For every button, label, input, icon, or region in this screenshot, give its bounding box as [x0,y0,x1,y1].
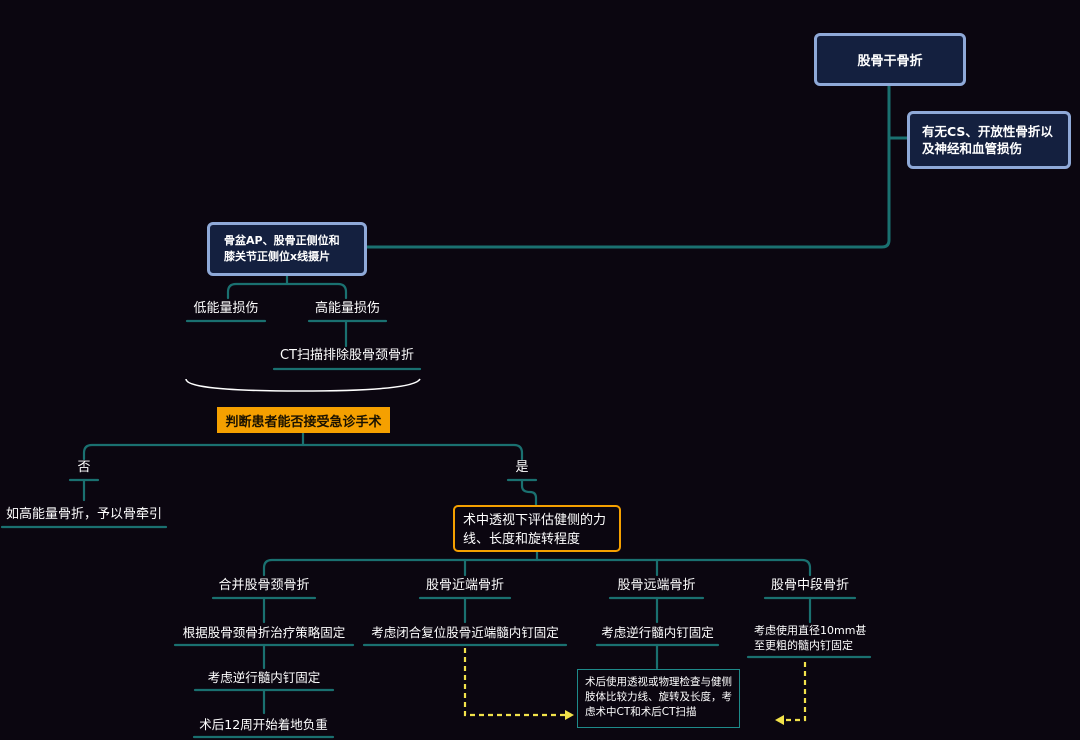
node-high-energy[interactable]: 高能量损伤 [314,301,380,316]
node-retro-nail[interactable]: 考虑逆行髓内钉固定 [207,670,321,685]
node-postop-check-text: 术后使用透视或物理检查与健侧肢体比较力线、旋转及长度，考虑术中CT和术后CT扫描 [585,676,732,718]
node-intraop-text: 术中透视下评估健侧的力线、长度和旋转程度 [463,513,607,547]
node-distal[interactable]: 股骨远端骨折 [617,578,696,593]
node-yes[interactable]: 是 [515,460,529,475]
node-middle-nail[interactable]: 考虑使用直径10mm甚至更粗的髓内钉固定 [754,624,867,652]
node-neck-strategy[interactable]: 根据股骨颈骨折治疗策略固定 [182,625,346,640]
arrowhead-proximal [565,710,574,720]
dashed-arrow-proximal [463,648,566,717]
node-proximal[interactable]: 股骨近端骨折 [425,578,504,593]
node-neck-combo[interactable]: 合并股骨颈骨折 [218,578,310,593]
brace-ct [185,378,421,392]
node-traction[interactable]: 如高能量骨折，予以骨牵引 [5,507,162,522]
node-intraop[interactable]: 术中透视下评估健侧的力线、长度和旋转程度 [453,505,621,552]
dashed-arrow-middle [783,662,807,722]
node-assess[interactable]: 有无CS、开放性骨折以及神经和血管损伤 [907,111,1071,169]
node-no[interactable]: 否 [77,460,91,475]
node-postop-check[interactable]: 术后使用透视或物理检查与健侧肢体比较力线、旋转及长度，考虑术中CT和术后CT扫描 [577,669,740,728]
node-middle[interactable]: 股骨中段骨折 [770,578,849,593]
node-weight-bearing[interactable]: 术后12周开始着地负重 [199,717,328,732]
node-low-energy[interactable]: 低能量损伤 [193,301,259,316]
node-assess-text: 有无CS、开放性骨折以及神经和血管损伤 [922,124,1053,156]
connector-xray-split [226,274,348,300]
node-xray[interactable]: 骨盆AP、股骨正侧位和膝关节正侧位x线摄片 [207,222,367,276]
connector-decide-split [82,443,524,461]
node-root[interactable]: 股骨干骨折 [814,33,966,86]
connector-root-trunk [365,84,891,249]
node-xray-text: 骨盆AP、股骨正侧位和膝关节正侧位x线摄片 [224,234,340,263]
node-ct-scan[interactable]: CT扫描排除股骨颈骨折 [279,348,415,363]
node-distal-nail[interactable]: 考虑逆行髓内钉固定 [601,625,714,640]
arrowhead-middle [775,715,784,725]
node-decide-text: 判断患者能否接受急诊手术 [225,414,382,430]
connector-branch-split [262,558,812,577]
node-proximal-nail[interactable]: 考虑闭合复位股骨近端髓内钉固定 [371,625,559,640]
node-root-text: 股骨干骨折 [857,54,923,69]
node-decide[interactable]: 判断患者能否接受急诊手术 [217,407,390,433]
connector-yes-intraop [520,478,538,507]
